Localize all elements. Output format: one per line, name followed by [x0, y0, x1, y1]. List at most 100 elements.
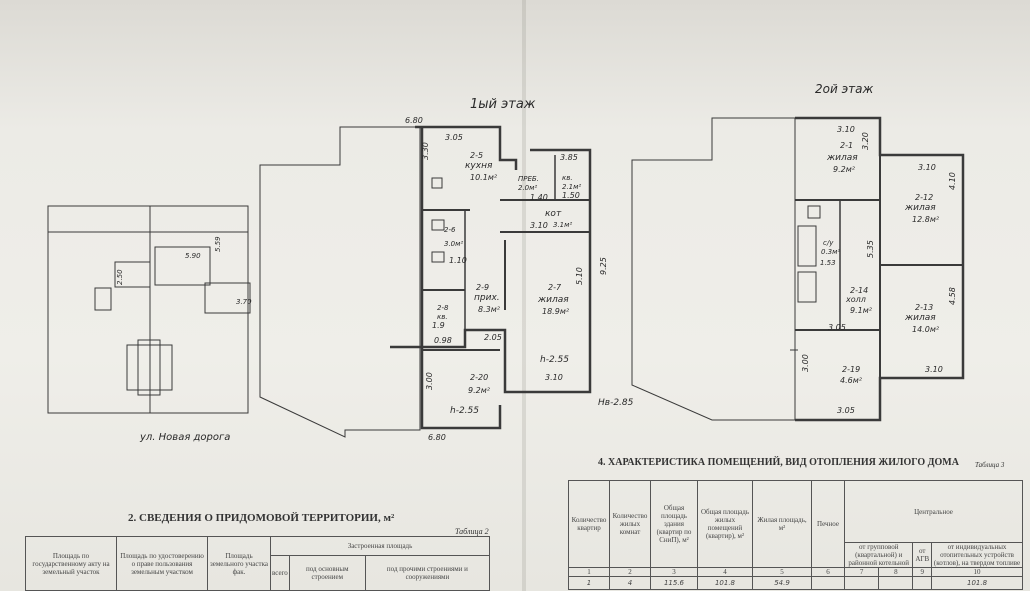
room-2-5-code: 2-5 — [470, 151, 483, 160]
floor2-dim-9: 3.05 — [837, 406, 855, 415]
room-2-20-area: 9.2м² — [468, 386, 491, 395]
s4-val-10: 101.8 — [931, 576, 1023, 590]
s4-num-7: 7 — [843, 567, 880, 577]
s4-col-0: Количество квартир — [568, 480, 610, 568]
s4-val-4: 101.8 — [697, 576, 753, 590]
floor1-dim-12: 0.98 — [434, 336, 452, 345]
floor1-dim-11: 1.9 — [432, 321, 445, 330]
s4-num-1: 1 — [568, 567, 610, 577]
floor2-dim-4: 5.35 — [866, 240, 875, 258]
s2-col-1: Площадь по удостоверению о праве пользов… — [116, 536, 208, 591]
s4-col-5: Печное — [811, 480, 845, 568]
room-2-14-code: 2-14 — [850, 286, 868, 295]
floor2-dim-10: 1.53 — [820, 259, 836, 267]
section2-title: 2. СВЕДЕНИЯ О ПРИДОМОВОЙ ТЕРРИТОРИИ, м² — [128, 512, 395, 524]
floor1-dim-9: 6.80 — [428, 433, 446, 442]
s4-val-2: 4 — [609, 576, 651, 590]
s4-num-5: 5 — [752, 567, 812, 577]
s4-col-2: Общая площадь здания (квартир по СниП), … — [650, 480, 698, 568]
s4-col-6: Центральное — [844, 480, 1023, 543]
floor2-dim-8: 3.00 — [801, 354, 810, 372]
s2-col-5: под основным строением — [288, 554, 366, 591]
room-kv-area: 2.1м² — [562, 183, 581, 191]
s4-val-1: 1 — [568, 576, 610, 590]
floor1-height-a: h-2.55 — [540, 355, 569, 365]
site-plan-boundary — [47, 205, 249, 414]
site-dim-3: 2.50 — [116, 269, 124, 285]
room-wc-area: 0.3м² — [821, 248, 840, 256]
fold-line — [522, 0, 526, 591]
s4-col-9: от индивидуальных отопительных устройств… — [931, 542, 1023, 568]
floor2-dim-1: 3.20 — [861, 132, 870, 150]
floor1-dim-15: 1.50 — [562, 191, 580, 200]
s4-num-3: 3 — [650, 567, 698, 577]
room-2-12-name: жилая — [904, 203, 936, 213]
floor2-dim-6: 3.05 — [828, 323, 846, 332]
site-road-label: ул. Новая дорога — [139, 432, 230, 443]
section2-table-label: Таблица 2 — [455, 527, 489, 536]
room-2-5-name: кухня — [465, 161, 493, 171]
floor2-dim-7: 3.10 — [925, 365, 943, 374]
s2-col-0: Площадь по государственному акту на земе… — [25, 536, 117, 591]
s2-col-4: всего — [270, 554, 290, 591]
room-kot-area: 3.1м² — [553, 221, 572, 229]
room-preb-name: ПРЕБ. — [518, 175, 539, 183]
section4-table-label: Таблица 3 — [975, 461, 1005, 469]
room-2-8-name: кв. — [437, 313, 448, 321]
room-2-12-area: 12.8м² — [912, 215, 940, 224]
room-2-7-name: жилая — [537, 295, 569, 305]
room-2-13-area: 14.0м² — [912, 325, 940, 334]
floor2-dim-5: 4.58 — [948, 287, 957, 305]
floor1-height-b: h-2.55 — [450, 406, 479, 416]
site-dim-0: 5.90 — [185, 252, 201, 260]
s4-col-3: Общая площадь жилых помещений (квартир),… — [697, 480, 753, 568]
room-2-14-area: 9.1м² — [850, 306, 873, 315]
room-2-6-code: 2-6 — [444, 226, 456, 234]
s4-num-6: 6 — [811, 567, 845, 577]
floor1-height-c: Нв-2.85 — [598, 398, 634, 408]
room-2-1-code: 2-1 — [840, 141, 853, 150]
s4-col-8: от АГВ — [912, 542, 933, 568]
floor1-dim-6: 3.10 — [545, 373, 563, 382]
room-2-9-code: 2-9 — [476, 283, 489, 292]
room-kv-name: кв. — [562, 174, 573, 182]
floor1-dim-13: 3.10 — [530, 221, 548, 230]
room-2-7-area: 18.9м² — [542, 307, 570, 316]
s4-val-7 — [843, 576, 880, 590]
floor2-title: 2ой этаж — [815, 82, 874, 96]
room-2-1-area: 9.2м² — [833, 165, 856, 174]
room-2-19-code: 2-19 — [842, 365, 860, 374]
floor1-dim-2: 3.30 — [421, 142, 430, 160]
site-dim-2: 3.70 — [236, 298, 252, 306]
section2-table: Площадь по государственному акту на земе… — [25, 536, 491, 591]
room-2-7-code: 2-7 — [548, 283, 562, 292]
room-2-19-area: 4.6м² — [840, 376, 863, 385]
floor2-dim-2: 3.10 — [918, 163, 936, 172]
room-2-8-code: 2-8 — [437, 304, 449, 312]
s4-val-3: 115.6 — [650, 576, 698, 590]
room-2-13-code: 2-13 — [915, 303, 933, 312]
floor1-dim-3: 3.85 — [560, 153, 578, 162]
floor1-dim-1: 3.05 — [445, 133, 463, 142]
s4-num-8: 8 — [878, 567, 914, 577]
section4-title: 4. ХАРАКТЕРИСТИКА ПОМЕЩЕНИЙ, ВИД ОТОПЛЕН… — [598, 457, 959, 468]
room-2-9-name: прих. — [474, 293, 500, 303]
section4-table: Количество квартир Количество жилых комн… — [568, 480, 1023, 590]
floor1-dim-16: 1.10 — [449, 256, 467, 265]
room-2-12-code: 2-12 — [915, 193, 933, 202]
s4-col-7: от групповой (квартальной) и районной ко… — [843, 542, 914, 568]
s4-num-10: 10 — [931, 567, 1023, 577]
room-2-20-code: 2-20 — [470, 373, 488, 382]
room-2-14-name: холл — [845, 295, 866, 304]
floor1-title: 1ый этаж — [470, 97, 536, 112]
room-2-1-name: жилая — [826, 153, 858, 163]
site-dim-1: 5.59 — [214, 236, 222, 252]
s2-col-6: под прочими строениями и сооружениями — [364, 554, 491, 591]
room-wc-name: с/у — [823, 239, 834, 247]
floor2-dim-3: 4.10 — [948, 172, 957, 190]
s4-val-5: 54.9 — [752, 576, 812, 590]
floor2-dim-0: 3.10 — [837, 125, 855, 134]
s4-col-4: Жилая площадь, м² — [752, 480, 812, 568]
s4-num-9: 9 — [912, 567, 933, 577]
